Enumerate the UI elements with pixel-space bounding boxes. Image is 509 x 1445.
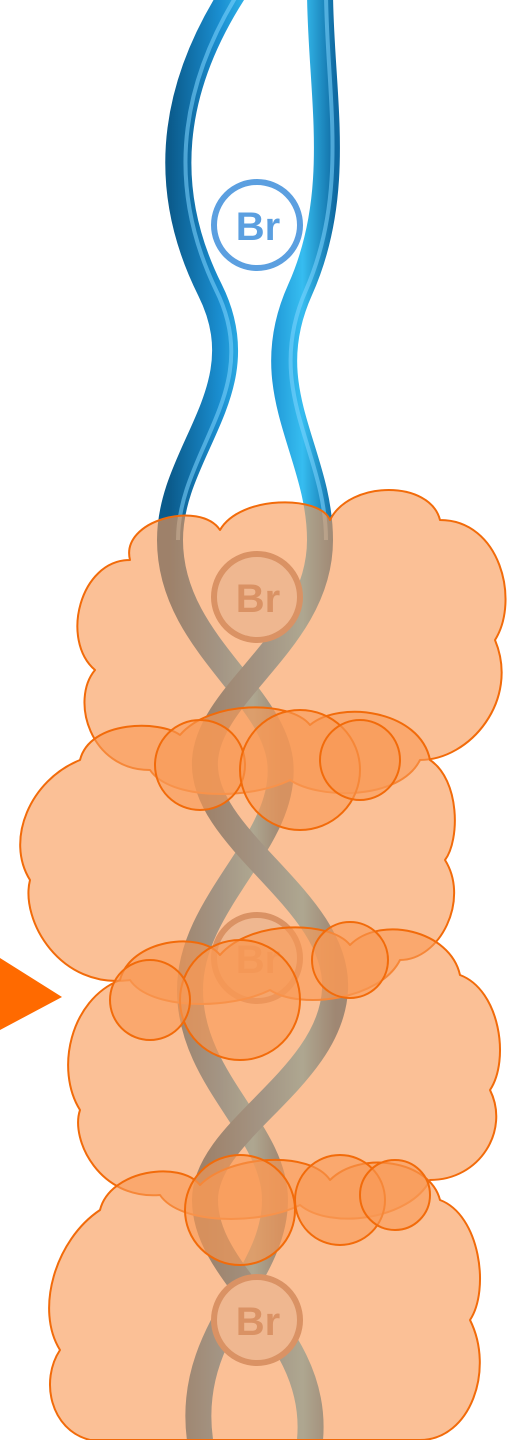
protein-clouds [20,490,505,1440]
cloud-lobe [312,922,388,998]
cloud-lobe [360,1160,430,1230]
br-label-1: Br [236,205,280,249]
br-marker-exposed: Br [214,182,300,268]
cloud-lobe [155,720,245,810]
cloud-lobe [185,1155,295,1265]
orange-arrow-icon [0,958,62,1030]
cloud-lobe [180,940,300,1060]
cloud-lobe [110,960,190,1040]
cloud-lobe [320,720,400,800]
